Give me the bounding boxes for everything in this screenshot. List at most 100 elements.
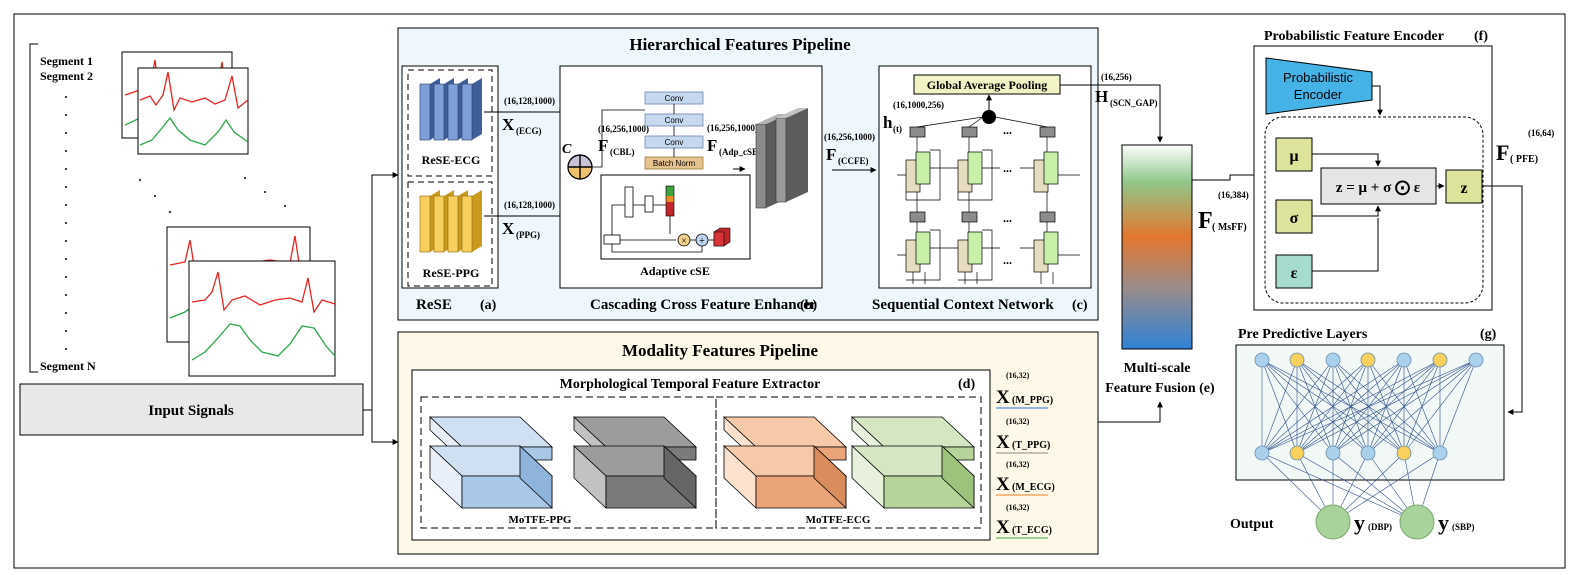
nn-edge [1261, 359, 1298, 454]
motfe-ppg-blue-slabs [428, 416, 554, 509]
out-1-symbol: X [996, 387, 1010, 408]
nn-edge [1403, 359, 1477, 454]
out-3-symbol: X [996, 474, 1010, 495]
f-ccfe-sub: (CCFE) [838, 156, 869, 166]
scn-dots-3: ... [1003, 211, 1012, 225]
nn-input-node [1360, 352, 1376, 368]
epsilon-box [1275, 254, 1313, 289]
rese-module: ReSE-ECG ReSE-PPG ReSE (a) [401, 65, 499, 313]
h-gap-dim: (16,256) [1101, 72, 1132, 82]
ecg-waveform [139, 71, 249, 113]
f-pfe-dim: (16,64) [1528, 128, 1554, 138]
motfe-ppg-label: MoTFE-PPG [509, 514, 572, 526]
svg-text:×: × [681, 236, 687, 247]
mfp-title: Modality Features Pipeline [622, 341, 819, 360]
pfe-to-ppl-arrow [1482, 185, 1523, 415]
motfe-tag: (d) [958, 377, 975, 392]
motfe-ppg-dashed [420, 396, 717, 529]
x-ecg-sub: (ECG) [516, 126, 542, 136]
nn-edge [1332, 359, 1477, 454]
nn-hidden-node [1254, 445, 1270, 461]
msff-to-pfe-arrow [1192, 172, 1264, 181]
rese-ecg-blocks [419, 78, 482, 141]
nn-hidden-node [1360, 445, 1376, 461]
dbp-output-node [1315, 504, 1351, 540]
probabilistic-encoder [1265, 57, 1373, 115]
out-2-symbol: X [996, 432, 1010, 453]
nn-output-edge [1332, 452, 1418, 523]
nn-edges [1261, 359, 1477, 523]
signal-card-front-bottom [188, 260, 336, 377]
nn-edge [1261, 359, 1334, 454]
pfe-title: Probabilistic Feature Encoder [1264, 29, 1444, 44]
nn-hidden-node [1289, 445, 1305, 461]
hierarchical-features-pipeline: Hierarchical Features Pipeline ReSE-ECG [397, 27, 1163, 321]
outer-frame [13, 13, 1566, 569]
rese-ppg-dashed [407, 181, 493, 287]
adaptive-cse-label: Adaptive cSE [640, 264, 710, 278]
ccfe-tag: (b) [800, 298, 817, 313]
motfe-ecg-label: MoTFE-ECG [806, 514, 871, 526]
ppg-waveform [139, 116, 249, 146]
nn-edge [1367, 359, 1477, 454]
nn-input-node [1254, 352, 1270, 368]
input-signals: Segment 1 Segment 2 Segment N Input [19, 43, 364, 436]
out-2-sub: (T_PPG) [1012, 440, 1050, 451]
scn-label: Sequential Context Network [872, 297, 1054, 313]
segment-1-label: Segment 1 [40, 54, 93, 68]
rese-ecg-dashed [407, 69, 493, 177]
h-symbol: h [883, 113, 893, 132]
input-to-mfp-arrow [371, 410, 399, 445]
pfe-tag: (f) [1474, 29, 1488, 44]
mfp-outputs: (16,32) X (M_PPG) (16,32) X (T_PPG) (16,… [996, 371, 1055, 539]
msff-module: Multi-scale Feature Fusion (e) (16,384) … [1105, 144, 1249, 396]
out-4-symbol: X [996, 517, 1010, 538]
f-adp-symbol: F [707, 136, 717, 155]
adaptive-cse-box [600, 174, 751, 260]
scn-dots-2: ... [1003, 161, 1012, 175]
nn-input-node [1432, 352, 1448, 368]
scn-dots-1: ... [1003, 123, 1012, 137]
nn-hidden-node [1432, 445, 1448, 461]
x-ecg-dim: (16,128,1000) [504, 96, 555, 106]
motfe-ecg-orange-slabs [722, 416, 848, 509]
epsilon-label: ε [1291, 265, 1298, 282]
scn-merge-node [982, 110, 996, 124]
ppl-module: Pre Predictive Layers (g) Output y (DBP)… [1230, 327, 1505, 540]
sigma-label: σ [1290, 210, 1299, 227]
out-4-dim: (16,32) [1006, 503, 1030, 512]
input-to-hfp-arrow [363, 172, 399, 411]
pfe-module: Probabilistic Feature Encoder (f) Probab… [1253, 29, 1493, 311]
nn-nodes [1254, 352, 1484, 461]
modality-features-pipeline: Modality Features Pipeline Morphological… [397, 331, 1099, 555]
sbp-output-node [1399, 504, 1435, 540]
sigma-box [1275, 199, 1313, 234]
x-ppg-symbol: X [502, 219, 515, 238]
rese-ppg-label: ReSE-PPG [423, 266, 480, 280]
out-2-dim: (16,32) [1006, 417, 1030, 426]
f-ccfe-symbol: F [826, 145, 836, 164]
msff-label-2: Feature Fusion (e) [1105, 381, 1215, 396]
out-3-dim: (16,32) [1006, 460, 1030, 469]
scn-dots-4: ... [1003, 253, 1012, 267]
z-label: z [1460, 180, 1467, 197]
y-sbp-sub: (SBP) [1452, 522, 1475, 532]
ppl-title: Pre Predictive Layers [1238, 327, 1368, 342]
x-ppg-sub: (PPG) [516, 230, 540, 240]
f-msff-sub: ( MsFF) [1212, 222, 1247, 233]
scn-tag: (c) [1072, 298, 1088, 313]
out-1-sub: (M_PPG) [1012, 395, 1053, 406]
nn-input-node [1325, 352, 1341, 368]
nn-edge [1439, 359, 1477, 454]
segment-n-label: Segment N [40, 359, 96, 373]
nn-output-edge [1296, 452, 1418, 523]
x-ppg-dim: (16,128,1000) [504, 200, 555, 210]
mu-box [1275, 137, 1313, 172]
ccfe-label: Cascading Cross Feature Enhancer [590, 297, 817, 313]
nn-edge [1261, 359, 1405, 454]
hfp-title: Hierarchical Features Pipeline [629, 35, 851, 54]
h-gap-symbol: H [1095, 87, 1108, 106]
nn-edge [1296, 359, 1477, 454]
encoder-label-2: Encoder [1294, 87, 1343, 102]
motfe-ppg-gray-slabs [572, 416, 698, 509]
